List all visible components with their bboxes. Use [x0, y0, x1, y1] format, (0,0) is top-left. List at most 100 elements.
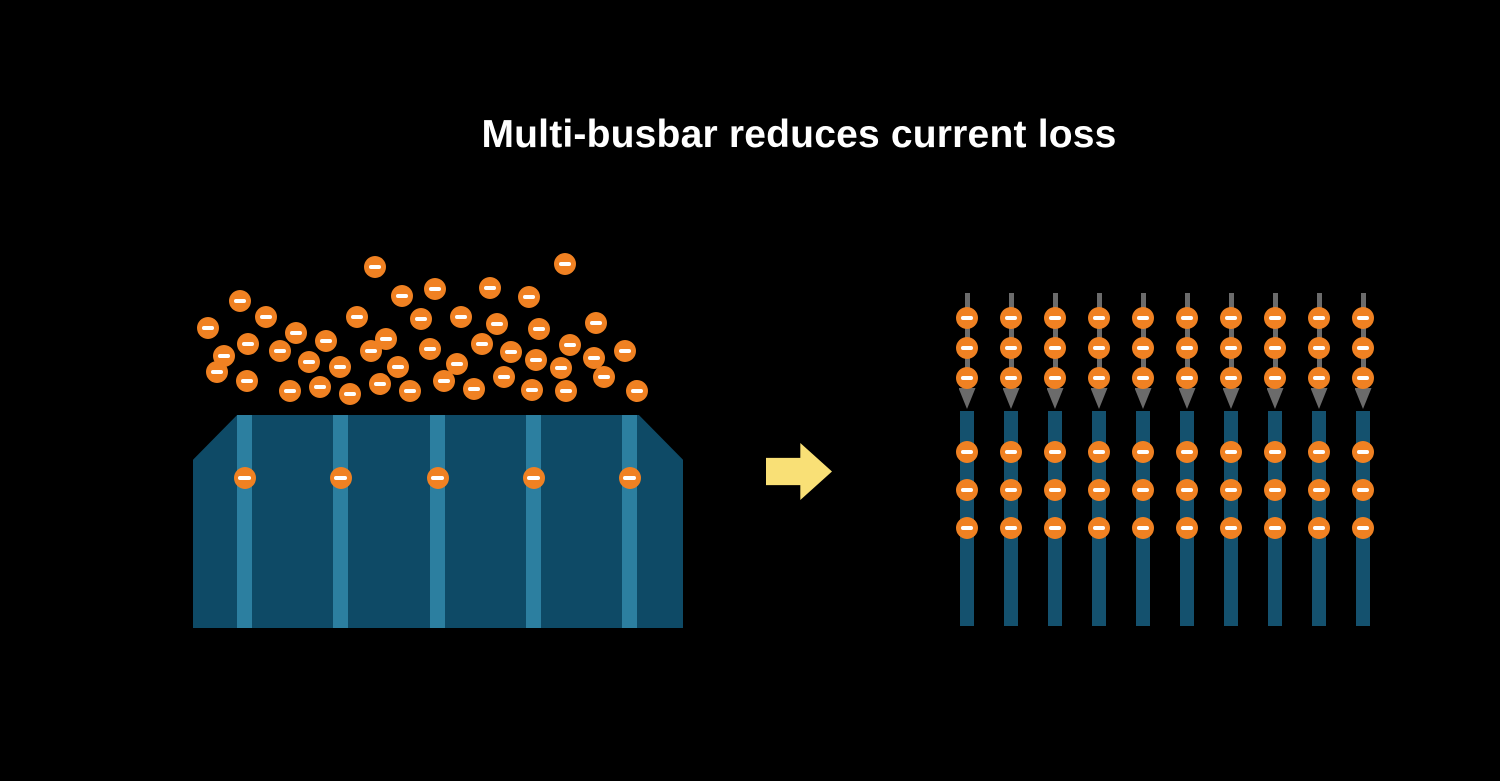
- electron: [279, 380, 301, 402]
- minus-icon: [1180, 488, 1194, 492]
- minus-icon: [1312, 376, 1326, 380]
- minus-icon: [1356, 346, 1370, 350]
- electron: [518, 286, 540, 308]
- electron: [197, 317, 219, 339]
- minus-icon: [1312, 526, 1326, 530]
- electron: [626, 380, 648, 402]
- electron: [450, 306, 472, 328]
- minus-icon: [960, 450, 974, 454]
- minus-icon: [241, 342, 255, 346]
- electron: [206, 361, 228, 383]
- down-arrow-head-icon: [1310, 388, 1328, 409]
- electron: [419, 338, 441, 360]
- minus-icon: [589, 321, 603, 325]
- electron: [1176, 307, 1198, 329]
- down-arrow-head-icon: [1002, 388, 1020, 409]
- minus-icon: [554, 366, 568, 370]
- minus-icon: [1180, 376, 1194, 380]
- electron: [269, 340, 291, 362]
- electron: [1352, 367, 1374, 389]
- minus-icon: [618, 349, 632, 353]
- electron: [521, 379, 543, 401]
- electron: [1308, 337, 1330, 359]
- electron: [329, 356, 351, 378]
- minus-icon: [283, 389, 297, 393]
- electron: [1308, 441, 1330, 463]
- minus-icon: [373, 382, 387, 386]
- minus-icon: [1356, 526, 1370, 530]
- minus-icon: [334, 476, 347, 480]
- diagram-title: Multi-busbar reduces current loss: [481, 113, 1117, 156]
- electron: [550, 357, 572, 379]
- minus-icon: [960, 376, 974, 380]
- electron: [1000, 517, 1022, 539]
- electron: [956, 479, 978, 501]
- electron: [1264, 517, 1286, 539]
- electron: [479, 277, 501, 299]
- minus-icon: [1312, 316, 1326, 320]
- minus-icon: [529, 358, 543, 362]
- electron: [1176, 479, 1198, 501]
- electron: [1264, 441, 1286, 463]
- electron: [956, 337, 978, 359]
- electron: [346, 306, 368, 328]
- minus-icon: [273, 349, 287, 353]
- minus-icon: [1268, 450, 1282, 454]
- minus-icon: [1136, 316, 1150, 320]
- minus-icon: [313, 385, 327, 389]
- electron: [528, 318, 550, 340]
- minus-icon: [1136, 376, 1150, 380]
- minus-icon: [302, 360, 316, 364]
- minus-icon: [558, 262, 572, 266]
- electron: [1132, 441, 1154, 463]
- minus-icon: [1136, 450, 1150, 454]
- electron: [369, 373, 391, 395]
- electron: [391, 285, 413, 307]
- electron: [1352, 307, 1374, 329]
- electron: [1044, 337, 1066, 359]
- electron: [285, 322, 307, 344]
- minus-icon: [350, 315, 364, 319]
- down-arrow-head-icon: [1178, 388, 1196, 409]
- down-arrow-head-icon: [1222, 388, 1240, 409]
- minus-icon: [1356, 450, 1370, 454]
- electron: [1132, 337, 1154, 359]
- electron: [1308, 479, 1330, 501]
- minus-icon: [1092, 450, 1106, 454]
- minus-icon: [960, 488, 974, 492]
- down-arrow-head-icon: [1266, 388, 1284, 409]
- electron: [593, 366, 615, 388]
- electron: [1044, 479, 1066, 501]
- electron: [1044, 307, 1066, 329]
- minus-icon: [1268, 526, 1282, 530]
- minus-icon: [623, 476, 636, 480]
- electron: [426, 467, 449, 489]
- electron: [1264, 307, 1286, 329]
- minus-icon: [450, 362, 464, 366]
- electron: [1000, 367, 1022, 389]
- minus-icon: [1136, 488, 1150, 492]
- minus-icon: [1224, 526, 1238, 530]
- down-arrow-head-icon: [1046, 388, 1064, 409]
- electron: [1352, 441, 1374, 463]
- electron: [387, 356, 409, 378]
- electron: [1000, 337, 1022, 359]
- electron: [1176, 337, 1198, 359]
- electron: [1132, 479, 1154, 501]
- minus-icon: [343, 392, 357, 396]
- minus-icon: [960, 526, 974, 530]
- electron: [1088, 517, 1110, 539]
- electron: [1220, 307, 1242, 329]
- minus-icon: [597, 375, 611, 379]
- minus-icon: [525, 388, 539, 392]
- electron: [1044, 517, 1066, 539]
- minus-icon: [364, 349, 378, 353]
- minus-icon: [1004, 526, 1018, 530]
- electron: [1088, 479, 1110, 501]
- minus-icon: [414, 317, 428, 321]
- minus-icon: [379, 337, 393, 341]
- minus-icon: [475, 342, 489, 346]
- electron: [956, 367, 978, 389]
- electron: [1088, 337, 1110, 359]
